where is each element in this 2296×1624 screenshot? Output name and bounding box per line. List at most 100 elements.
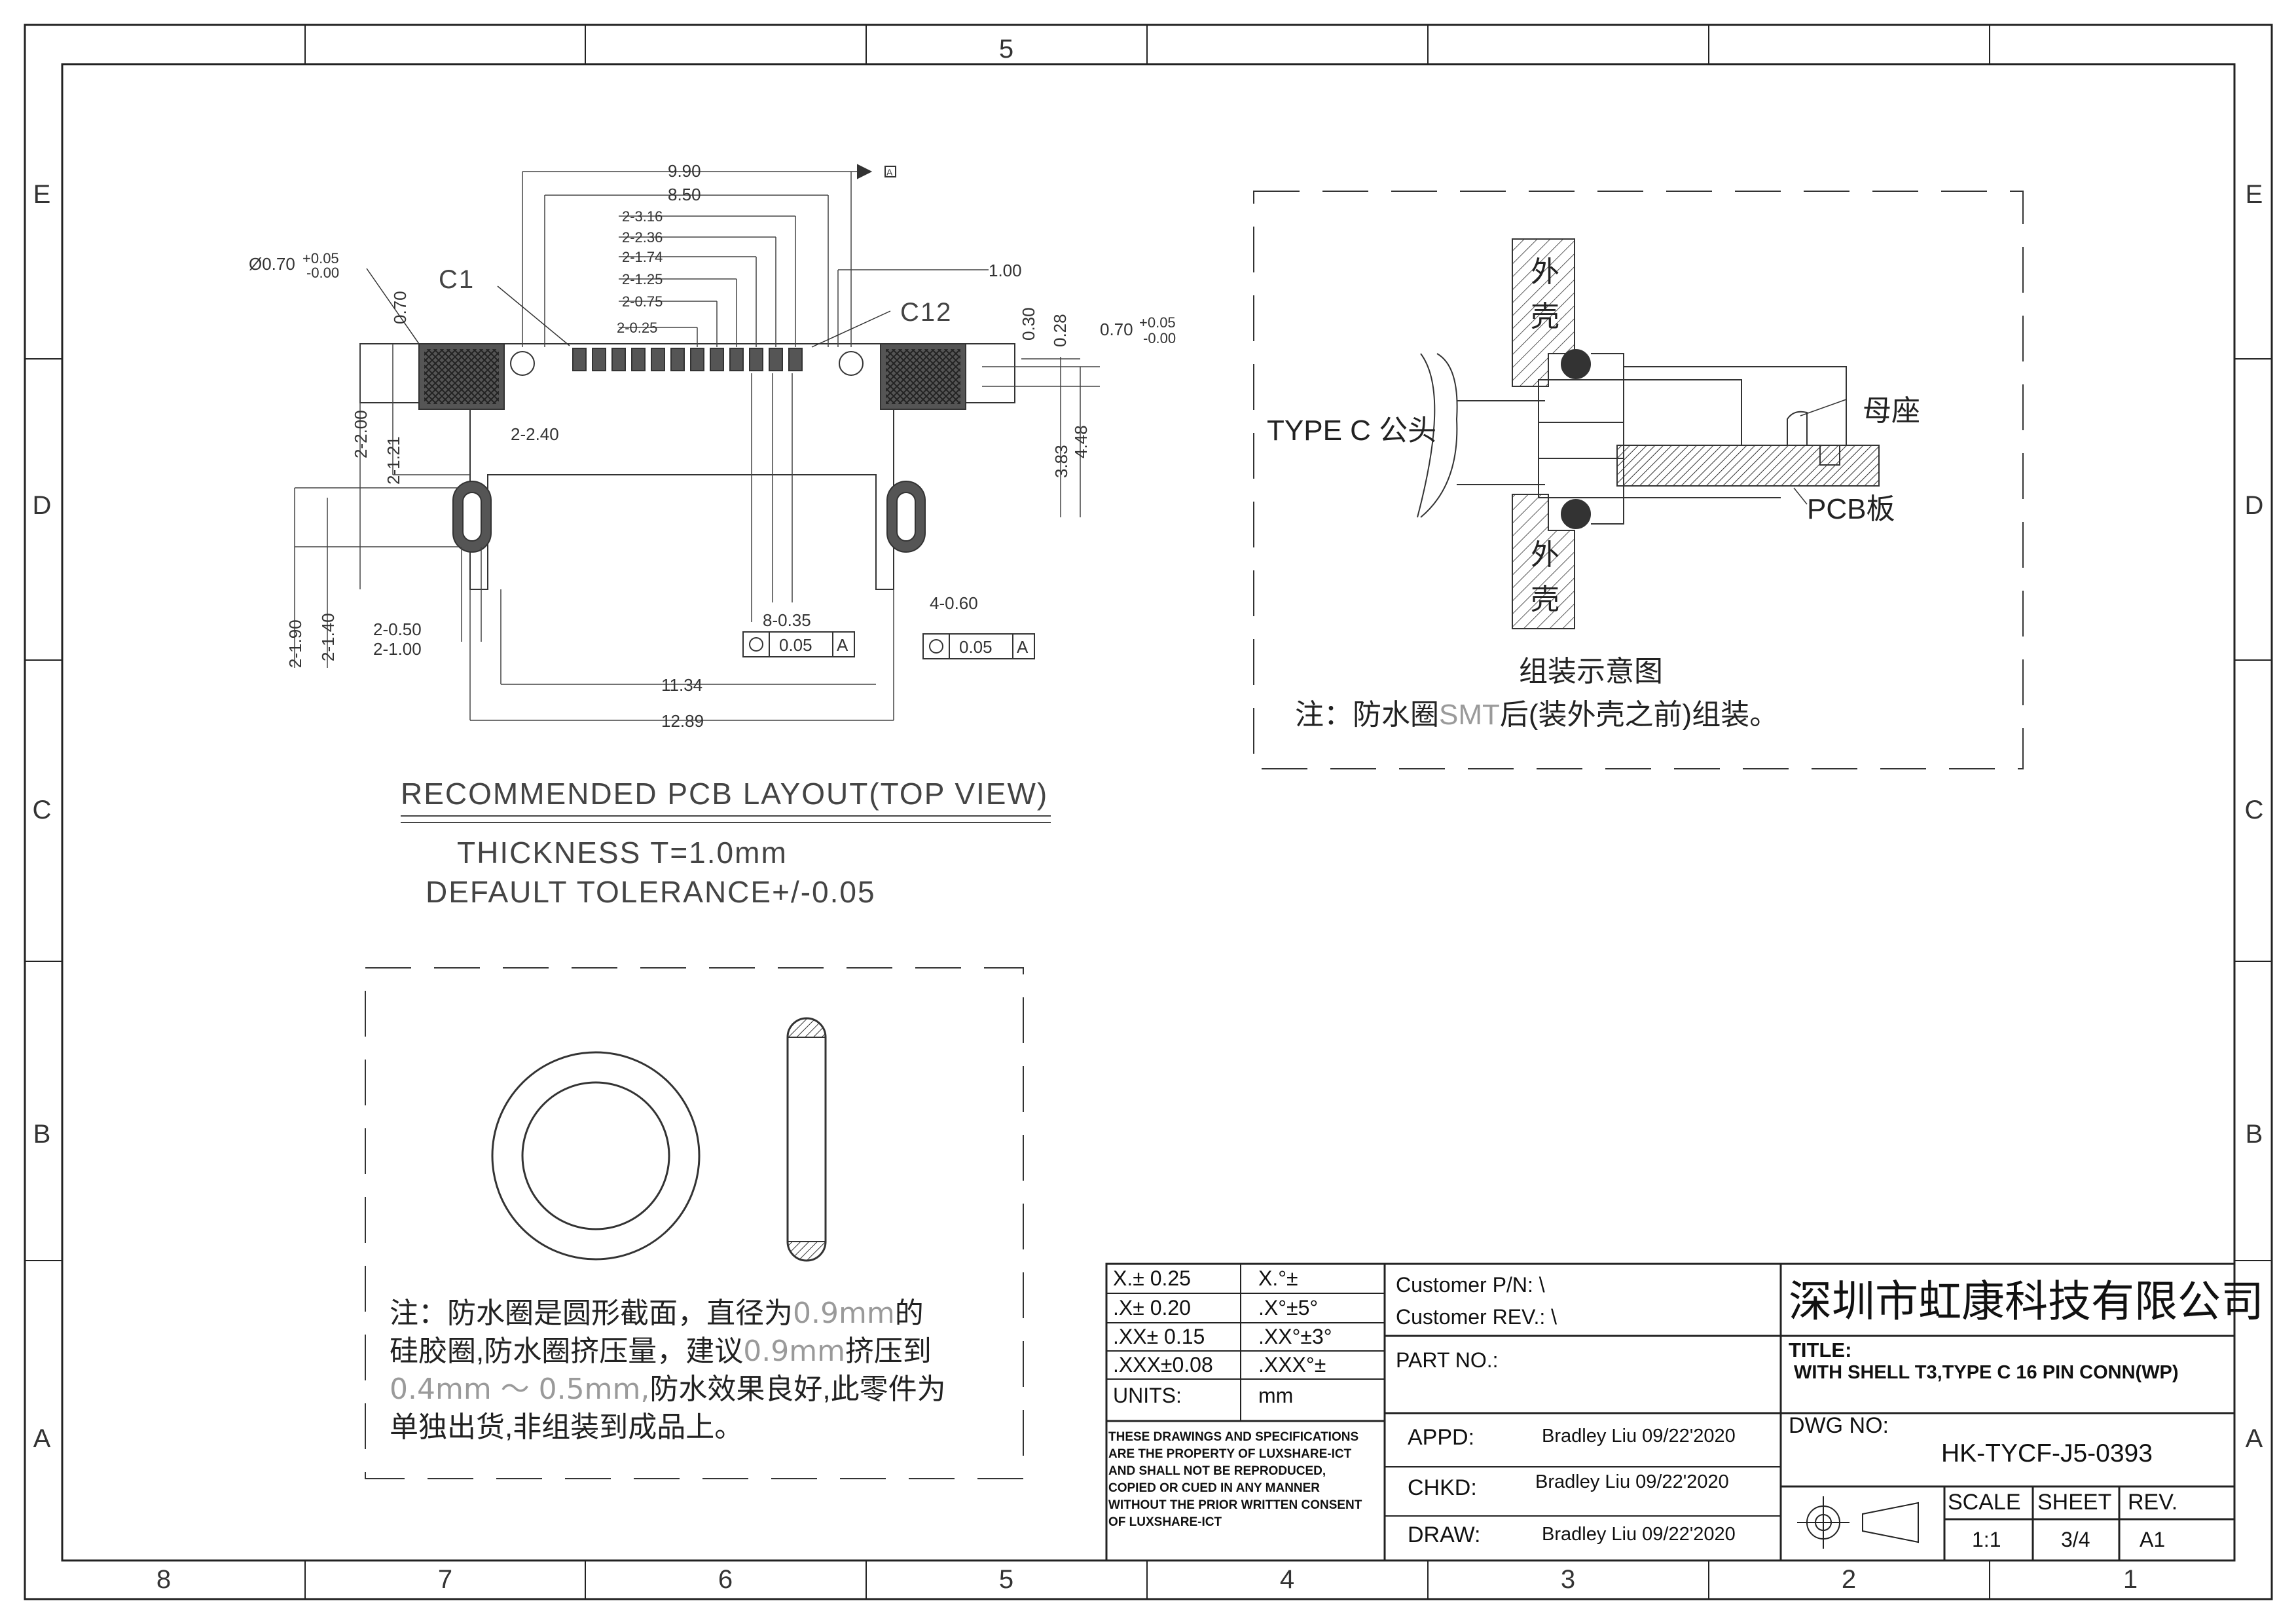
pad (769, 348, 783, 371)
dwg-no-label: DWG NO: (1789, 1413, 1889, 1438)
disclaimer-line: WITHOUT THE PRIOR WRITTEN CONSENT (1108, 1498, 1362, 1512)
pin-label-c12: C12 (900, 298, 952, 327)
disclaimer-line: AND SHALL NOT BE REPRODUCED, (1108, 1464, 1326, 1478)
signal-pads (572, 348, 803, 371)
plug-break-line (1417, 353, 1436, 518)
disclaimer-line: ARE THE PROPERTY OF LUXSHARE-ICT (1108, 1447, 1352, 1461)
tol-linear: .X± 0.20 (1113, 1296, 1191, 1320)
datum-letter: A (886, 167, 893, 177)
receptacle-label: 母座 (1863, 395, 1920, 427)
plug-label: TYPE C 公头 (1267, 415, 1436, 447)
o-ring-upper (1561, 349, 1591, 379)
dimension-lines (294, 171, 1100, 721)
assembly-labels: 外 壳 外 壳 TYPE C 公头 母座 PCB板 组装示意图 注：防水圈SMT… (1267, 256, 1920, 731)
disclaimer-line: COPIED OR CUED IN ANY MANNER (1108, 1481, 1320, 1495)
customer-rev: Customer REV.: \ (1396, 1305, 1557, 1329)
col-label-bottom: 8 (156, 1565, 171, 1594)
pin-label-c1: C1 (439, 265, 475, 294)
note-part: 注：防水圈是圆形截面，直径为 (390, 1297, 793, 1329)
note-part: 的 (895, 1297, 924, 1329)
note-line: 0.4mm ～ 0.5mm,防水效果良好,此零件为 (390, 1373, 946, 1406)
o-ring-frame (365, 967, 1024, 1479)
tol-linear: .XX± 0.15 (1113, 1325, 1205, 1348)
assembly-section-view (1253, 191, 2024, 769)
dim-label: 2-2.00 (351, 410, 371, 458)
shell-label: 外 (1531, 256, 1559, 288)
pad (631, 348, 646, 371)
tol-value: 0.05 (779, 635, 812, 655)
row-label-right: E (2246, 180, 2263, 209)
tolerance-note: DEFAULT TOLERANCE+/-0.05 (426, 875, 876, 909)
shell-label: 壳 (1531, 583, 1559, 616)
title-block (1105, 1263, 2236, 1562)
dim-label: 2-2.40 (511, 424, 559, 444)
o-ring-side (786, 1017, 827, 1262)
plug-break-line (1420, 353, 1458, 518)
position-symbol (749, 637, 763, 652)
appd-value: Bradley Liu 09/22'2020 (1542, 1426, 1736, 1447)
dim-label: 12.89 (661, 711, 704, 731)
disclaimer: THESE DRAWINGS AND SPECIFICATIONS ARE TH… (1108, 1430, 1362, 1529)
col-label-bottom: 3 (1561, 1565, 1575, 1594)
dim-label: 0.30 (1019, 307, 1038, 341)
disclaimer-line: OF LUXSHARE-ICT (1108, 1515, 1222, 1529)
layout-title: RECOMMENDED PCB LAYOUT(TOP VIEW) (401, 777, 1048, 811)
chkd-label: CHKD: (1408, 1475, 1477, 1500)
sheet-value: 3/4 (2061, 1528, 2090, 1551)
dim-label: 8-0.35 (763, 610, 811, 630)
pcb-layout-caption: RECOMMENDED PCB LAYOUT(TOP VIEW) THICKNE… (401, 777, 1051, 909)
dim-label: 2-0.25 (617, 320, 657, 336)
thickness-note: THICKNESS T=1.0mm (457, 836, 788, 870)
dim-label: 9.90 (668, 161, 701, 181)
row-label-right: B (2246, 1120, 2263, 1149)
sheet-label: SHEET (2037, 1490, 2111, 1515)
rev-value: A1 (2140, 1528, 2165, 1551)
part-no-label: PART NO.: (1396, 1348, 1498, 1372)
dim-tol-plus: +0.05 (302, 250, 339, 267)
tol-value: 0.05 (959, 637, 993, 657)
tol-linear: X.± 0.25 (1113, 1266, 1191, 1290)
zone-ticks (25, 25, 2272, 1599)
scale-value: 1:1 (1972, 1528, 2001, 1551)
dim-label: 2-3.16 (622, 208, 663, 225)
pad (670, 348, 685, 371)
note-part: 0.9mm (793, 1297, 895, 1330)
dim-label: 8.50 (668, 185, 701, 204)
datum-box (884, 166, 896, 177)
row-label-left: B (33, 1120, 51, 1149)
receptacle-body (1538, 379, 1624, 498)
rev-label: REV. (2128, 1490, 2178, 1515)
pad (611, 348, 626, 371)
chkd-value: Bradley Liu 09/22'2020 (1535, 1471, 1729, 1492)
pcb-pin-labels: C1 C12 (439, 265, 952, 327)
tol-datum: A (837, 635, 848, 655)
pad (690, 348, 704, 371)
assembly-note: 注：防水圈SMT后(装外壳之前)组装。 (1295, 699, 1778, 731)
position-tolerance-frame (922, 633, 1035, 659)
shell-label: 外 (1531, 539, 1559, 571)
note-part: 后(装外壳之前)组装。 (1500, 699, 1778, 731)
row-label-right: A (2246, 1424, 2263, 1453)
company-name: 深圳市虹康科技有限公司 (1789, 1277, 2264, 1325)
appd-label: APPD: (1408, 1425, 1474, 1450)
guide-hole-right (839, 351, 864, 376)
assembly-frame (1253, 191, 2024, 769)
note-part: 防水效果良好,此零件为 (649, 1373, 945, 1405)
pad (592, 348, 606, 371)
dim-label: 2-1.25 (622, 271, 663, 287)
dwg-no-value: HK-TYCF-J5-0393 (1941, 1439, 2153, 1467)
shell-label: 壳 (1531, 301, 1559, 333)
note-line: 注：防水圈是圆形截面，直径为0.9mm的 (390, 1297, 924, 1330)
dim-label: 2-1.74 (622, 249, 663, 265)
dim-label: 4.48 (1071, 425, 1091, 458)
pad (710, 348, 724, 371)
pcb-label: PCB板 (1807, 493, 1895, 525)
dim-label: 2-1.21 (384, 436, 403, 485)
o-ring-lower (1561, 499, 1591, 529)
col-label-bottom: 2 (1842, 1565, 1856, 1594)
dim-label: 2-0.75 (622, 293, 663, 310)
assembly-caption: 组装示意图 (1519, 655, 1663, 688)
col-label-bottom: 7 (438, 1565, 452, 1594)
title-value: WITH SHELL T3,TYPE C 16 PIN CONN(WP) (1794, 1362, 2179, 1383)
